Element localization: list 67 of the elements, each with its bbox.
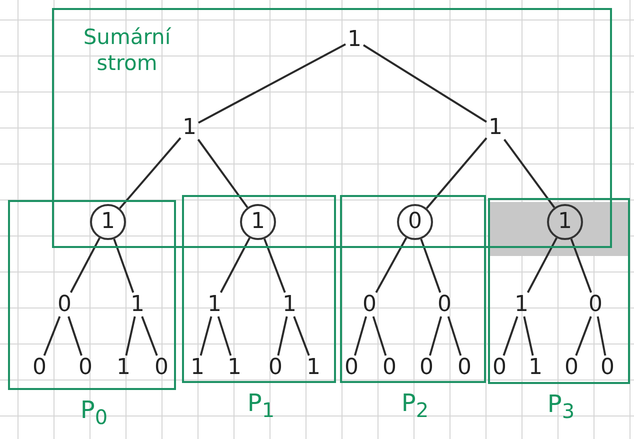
circled-tree-node: 1 xyxy=(240,204,276,240)
tree-edge xyxy=(428,316,442,356)
tree-edge xyxy=(526,237,558,293)
tree-edge xyxy=(426,137,488,209)
tree-edge xyxy=(217,316,232,356)
tree-edge xyxy=(220,237,250,293)
tree-node-value: 0 xyxy=(598,356,616,380)
processor-label: P$_{1}$ xyxy=(246,389,276,422)
processor-label: P$_{2}$ xyxy=(400,389,430,422)
tree-node-value: 1 xyxy=(188,356,206,380)
tree-edge xyxy=(502,316,518,356)
tree-edge xyxy=(420,238,442,293)
tree-edge xyxy=(68,316,82,356)
tree-edge xyxy=(119,137,182,210)
tree-node-value: 0 xyxy=(266,356,284,380)
tree-node-value: 0 xyxy=(586,292,604,316)
tree-edge xyxy=(197,138,248,208)
tree-edge xyxy=(141,316,158,356)
tree-edge xyxy=(70,237,100,293)
tree-edge xyxy=(575,316,592,356)
tree-edge xyxy=(504,138,556,208)
tree-node-value: 0 xyxy=(418,356,436,380)
tree-edge xyxy=(43,316,61,356)
tree-node-value: 0 xyxy=(456,356,474,380)
tree-node-value: 0 xyxy=(76,356,94,380)
tree-node-value: 0 xyxy=(436,292,454,316)
tree-edge xyxy=(447,316,462,356)
tree-node-value: 1 xyxy=(226,356,244,380)
tree-edge xyxy=(354,316,368,356)
tree-node-value: 1 xyxy=(512,292,530,316)
tree-edge xyxy=(198,43,346,124)
tree-node-value: 0 xyxy=(30,356,48,380)
circled-tree-node: 0 xyxy=(397,204,433,240)
circled-tree-node: 1 xyxy=(90,204,126,240)
circled-tree-node: 1 xyxy=(547,204,583,240)
tree-edge xyxy=(570,238,592,293)
tree-node-value: 0 xyxy=(342,356,360,380)
tree-edge xyxy=(200,316,212,356)
summary-tree-box xyxy=(52,8,612,248)
tree-edge xyxy=(375,237,408,293)
tree-node-value: 1 xyxy=(346,28,364,52)
tree-node-value: 0 xyxy=(360,292,378,316)
tree-node-value: 1 xyxy=(206,292,224,316)
tree-edge xyxy=(293,316,310,356)
tree-node-value: 1 xyxy=(486,116,504,140)
tree-node-value: 1 xyxy=(280,292,298,316)
tree-edge xyxy=(263,238,286,293)
tree-node-value: 1 xyxy=(304,356,322,380)
tree-node-value: 0 xyxy=(56,292,74,316)
tree-edge xyxy=(523,316,534,356)
processor-label: P$_{3}$ xyxy=(546,390,576,423)
tree-node-value: 0 xyxy=(380,356,398,380)
tree-edge xyxy=(372,316,387,356)
tree-edge xyxy=(125,316,136,356)
tree-edge xyxy=(113,238,134,293)
tree-node-value: 1 xyxy=(526,356,544,380)
tree-edge xyxy=(596,316,606,356)
tree-node-value: 0 xyxy=(490,356,508,380)
processor-label: P$_{0}$ xyxy=(79,396,109,429)
tree-node-value: 1 xyxy=(128,292,146,316)
tree-edge xyxy=(362,44,488,123)
tree-edge xyxy=(277,316,288,356)
tree-node-value: 1 xyxy=(114,356,132,380)
tree-node-value: 0 xyxy=(562,356,580,380)
box-title: Sumární strom xyxy=(82,24,172,76)
tree-node-value: 1 xyxy=(180,116,198,140)
tree-node-value: 0 xyxy=(152,356,170,380)
